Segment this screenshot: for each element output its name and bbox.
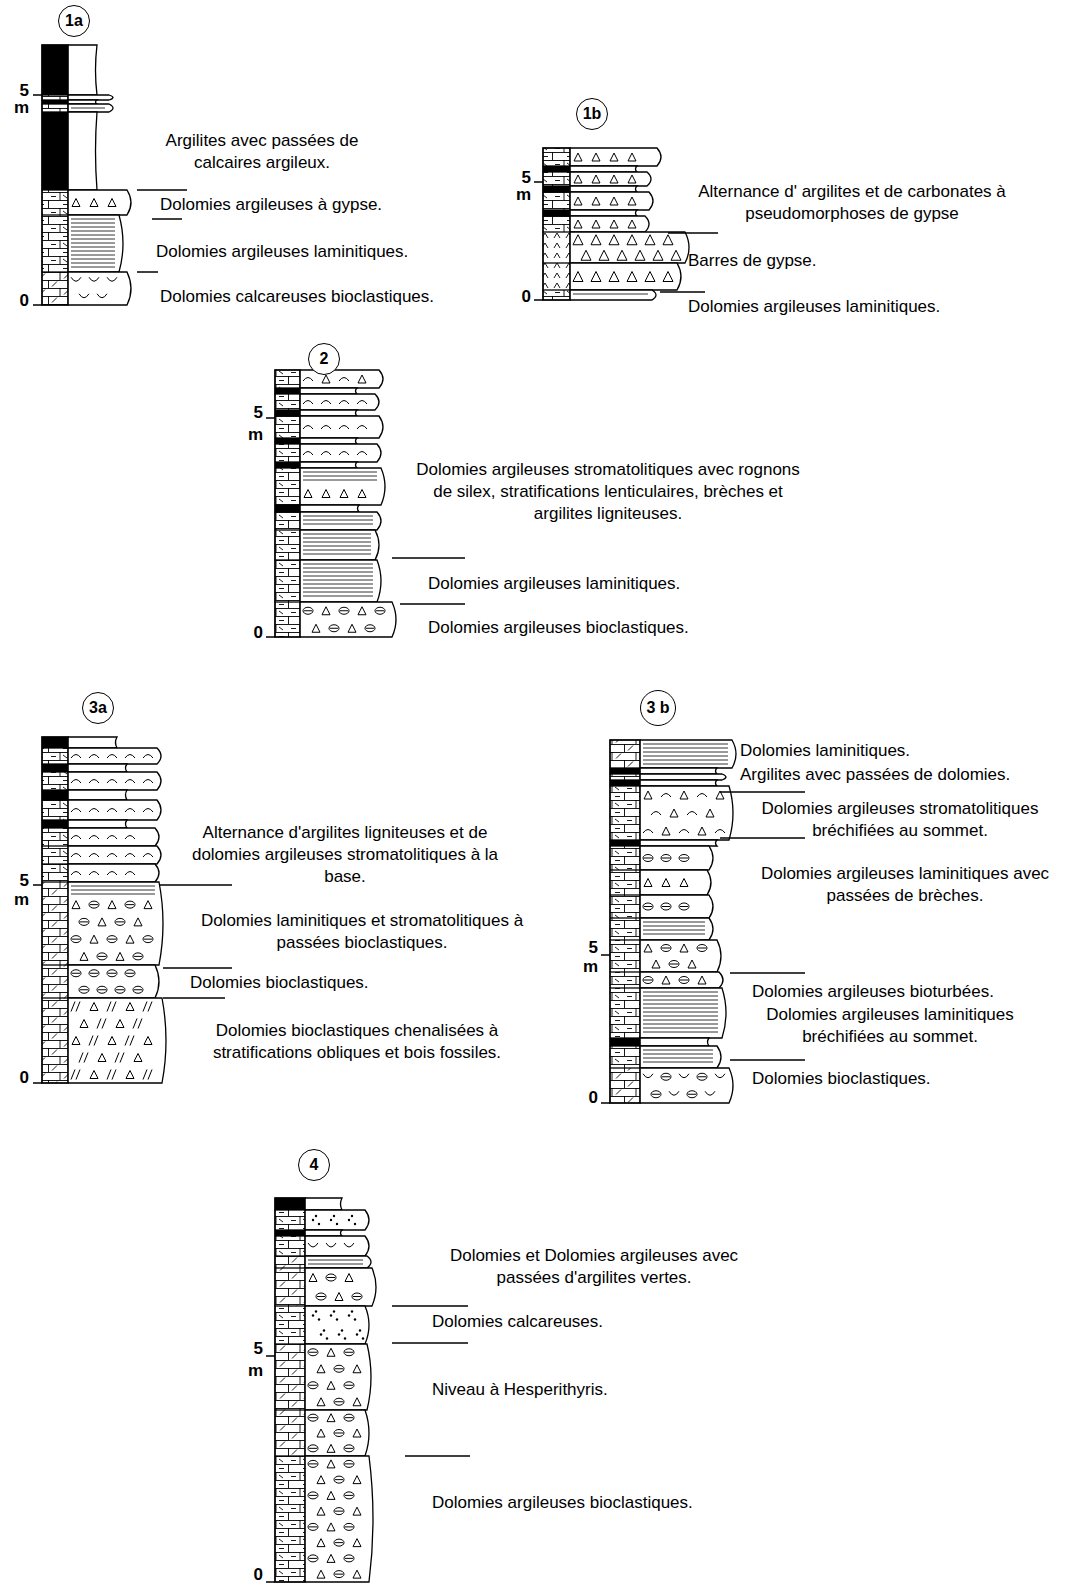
- unit-separator: [163, 967, 232, 969]
- section-number-circle: 1a: [58, 5, 90, 37]
- unit-separator: [400, 603, 465, 605]
- lithology-label: Dolomies et Dolomies argileuses avec pas…: [424, 1245, 764, 1289]
- scale-mark: m: [516, 186, 531, 203]
- scale-mark: m: [14, 99, 29, 116]
- unit-separator: [160, 884, 232, 886]
- scale-mark: 5: [20, 872, 29, 889]
- scale-mark: 0: [254, 1566, 263, 1583]
- scale-mark: 5: [589, 939, 598, 956]
- lithology-label: Alternance d'argilites ligniteuses et de…: [175, 822, 515, 888]
- scale-mark: 0: [522, 288, 531, 305]
- lithology-label: Dolomies argileuses laminitiques.: [688, 296, 940, 318]
- unit-separator: [392, 1342, 468, 1344]
- lithology-label: Dolomies argileuses laminitiques.: [156, 241, 408, 263]
- section-number-circle: 4: [298, 1149, 330, 1181]
- lithology-label: Dolomies argileuses bioclastiques.: [432, 1492, 693, 1514]
- scale-mark: 5: [522, 169, 531, 186]
- lithology-label: Dolomies bioclastiques chenalisées à str…: [182, 1020, 532, 1064]
- lithology-label: Dolomies argileuses bioturbées.: [752, 981, 994, 1003]
- lithology-label: Dolomies argileuses stromatolitiques bré…: [735, 798, 1065, 842]
- section-number: 3 b: [646, 700, 669, 716]
- lithology-label: Dolomies argileuses laminitiques bréchif…: [745, 1004, 1035, 1048]
- unit-separator: [720, 791, 805, 793]
- lithology-label: Dolomies argileuses laminitiques.: [428, 573, 680, 595]
- scale-mark: 0: [20, 292, 29, 309]
- lithology-label: Dolomies calcareuses.: [432, 1311, 603, 1333]
- lithology-label: Dolomies bioclastiques.: [752, 1068, 931, 1090]
- section-number: 3a: [89, 700, 107, 716]
- lithology-label: Argilites avec passées de calcaires argi…: [142, 130, 382, 174]
- lithology-label: Dolomies argileuses bioclastiques.: [428, 617, 689, 639]
- section-number: 2: [320, 351, 329, 367]
- lithology-label: Dolomies laminitiques et stromatolitique…: [182, 910, 542, 954]
- lithology-label: Alternance d' argilites et de carbonates…: [662, 181, 1042, 225]
- lithology-label: Barres de gypse.: [688, 250, 817, 272]
- lithology-label: Dolomies argileuses laminitiques avec pa…: [735, 863, 1075, 907]
- lithology-label: Argilites avec passées de dolomies.: [740, 764, 1010, 786]
- scale-mark: 5: [20, 82, 29, 99]
- scale-mark: 0: [254, 624, 263, 641]
- scale-mark: 5: [254, 1340, 263, 1357]
- unit-separator: [392, 1305, 468, 1307]
- unit-separator: [730, 972, 805, 974]
- lithology-label: Dolomies bioclastiques.: [190, 972, 369, 994]
- unit-separator: [163, 997, 225, 999]
- scale-mark: 0: [20, 1069, 29, 1086]
- scale-mark: m: [248, 426, 263, 443]
- unit-separator: [405, 1455, 470, 1457]
- unit-separator: [660, 291, 705, 293]
- lithology-label: Niveau à Hesperithyris.: [432, 1379, 608, 1401]
- scale-mark: 0: [589, 1089, 598, 1106]
- unit-separator: [137, 189, 187, 191]
- scale-mark: m: [583, 958, 598, 975]
- unit-separator: [152, 218, 182, 220]
- unit-separator: [668, 232, 718, 234]
- section-number: 4: [310, 1157, 319, 1173]
- unit-separator: [137, 271, 158, 273]
- section-number-circle: 3 b: [640, 690, 676, 726]
- lithology-label: Dolomies argileuses stromatolitiques ave…: [408, 459, 808, 525]
- section-number-circle: 3a: [82, 692, 114, 724]
- section-number: 1b: [583, 106, 602, 122]
- scale-mark: 5: [254, 404, 263, 421]
- unit-separator: [392, 557, 465, 559]
- section-number-circle: 2: [308, 343, 340, 375]
- unit-separator: [730, 1059, 805, 1061]
- lithology-label: Dolomies argileuses à gypse.: [160, 194, 382, 216]
- section-number: 1a: [65, 13, 83, 29]
- lithology-label: Dolomies calcareuses bioclastiques.: [160, 286, 434, 308]
- scale-mark: m: [248, 1362, 263, 1379]
- section-number-circle: 1b: [576, 98, 608, 130]
- lithology-label: Dolomies laminitiques.: [740, 740, 910, 762]
- scale-mark: m: [14, 891, 29, 908]
- unit-separator: [720, 837, 805, 839]
